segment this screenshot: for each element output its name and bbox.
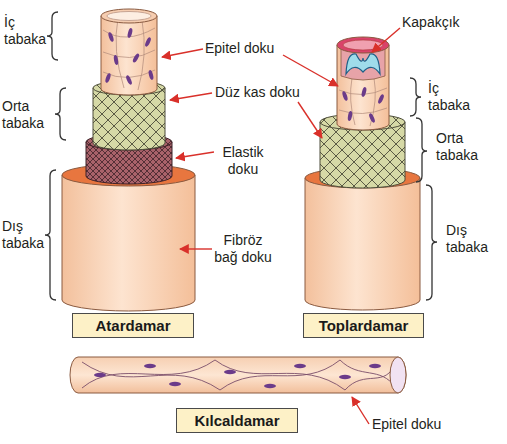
outer-layer	[62, 175, 195, 311]
vessel-name: Kılcaldamar	[194, 412, 279, 429]
nucleus	[107, 32, 114, 43]
brace	[55, 88, 66, 140]
nucleus	[361, 87, 367, 98]
capillary-opening	[390, 357, 406, 393]
part-label: Orta tabaka	[2, 98, 54, 132]
vessel-name: Toplardamar	[319, 317, 409, 334]
nucleus	[339, 375, 351, 379]
brace	[410, 78, 421, 116]
part-label: Dış tabaka	[2, 218, 48, 252]
leader-arrow	[352, 397, 369, 424]
part-label: Kapakçık	[402, 14, 460, 31]
nucleus	[132, 53, 140, 64]
nucleus	[148, 70, 154, 81]
part-label: Dış tabaka	[446, 222, 498, 256]
vessel-name: Atardamar	[95, 317, 170, 334]
nucleus	[224, 370, 236, 374]
vessel-title-box: Atardamar	[72, 313, 194, 338]
part-label: Epitel doku	[205, 40, 274, 57]
valve	[346, 54, 380, 74]
leader-arrow	[180, 248, 212, 249]
leader-arrow	[283, 55, 338, 86]
nucleus	[104, 73, 111, 84]
part-label: Epitel doku	[372, 416, 441, 433]
inner-rim	[101, 9, 157, 23]
brace	[426, 185, 437, 300]
vessel-title-box: Toplardamar	[303, 313, 424, 338]
brace	[47, 12, 58, 60]
leader-arrow	[372, 28, 400, 52]
cell-border	[103, 18, 155, 90]
nucleus	[264, 384, 276, 388]
nucleus	[341, 91, 348, 102]
nucleus	[368, 113, 376, 124]
nucleus	[94, 373, 106, 377]
nucleus	[113, 55, 119, 66]
vessel-title-box: Kılcaldamar	[176, 408, 298, 433]
nucleus	[347, 111, 353, 122]
part-label: Elastik doku	[214, 144, 272, 178]
outer-layer	[305, 178, 420, 310]
nucleus	[369, 364, 381, 368]
nucleus	[127, 28, 133, 39]
nucleus	[294, 364, 306, 368]
part-label: İç tabaka	[4, 14, 48, 48]
nucleus	[377, 94, 385, 105]
brace	[416, 118, 427, 182]
nucleus	[169, 382, 181, 386]
part-label: İç tabaka	[428, 80, 474, 114]
part-label: Fibröz bağ doku	[212, 232, 274, 266]
inner-layer	[337, 45, 389, 130]
cell-border	[339, 78, 387, 126]
leader-arrow	[162, 49, 203, 57]
muscle-layer	[320, 122, 405, 188]
muscle-layer	[93, 88, 165, 150]
inner-layer	[101, 16, 157, 95]
part-label: Düz kas doku	[215, 84, 300, 101]
nucleus	[144, 364, 156, 368]
nucleus	[144, 37, 152, 48]
leader-arrow	[176, 152, 214, 158]
brace	[45, 170, 56, 300]
leader-arrow	[170, 93, 212, 100]
part-label: Orta tabaka	[436, 130, 488, 164]
capillary-wall	[70, 357, 406, 393]
nucleus	[125, 75, 133, 86]
cell-border	[82, 360, 396, 390]
leader-arrow	[298, 102, 322, 138]
lumen	[107, 12, 151, 21]
